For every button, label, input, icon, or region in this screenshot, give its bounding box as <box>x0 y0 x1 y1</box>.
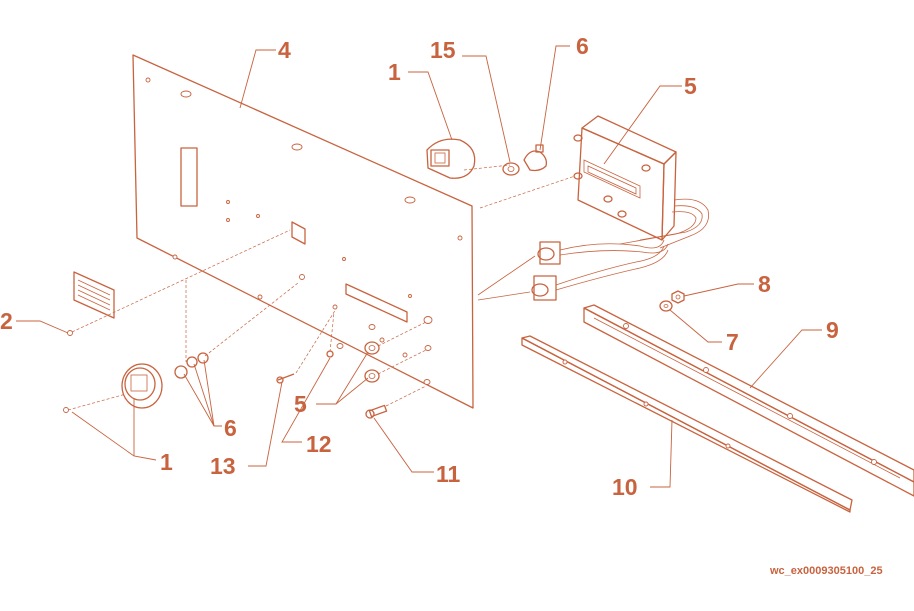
grommets-part-5 <box>364 321 427 383</box>
callout-13: 13 <box>210 453 236 479</box>
din-rail-part-9 <box>583 304 914 497</box>
callout-15: 15 <box>430 37 456 63</box>
leader-lines <box>16 45 822 488</box>
callout-4: 4 <box>278 37 291 63</box>
knob-part-6-top <box>523 144 548 172</box>
callout-2: 2 <box>0 308 13 334</box>
screw-part-11 <box>365 385 427 419</box>
fuse-holder-part-1-bottom <box>63 280 187 413</box>
callout-5-top: 5 <box>684 73 697 99</box>
panel-part-4 <box>132 54 474 409</box>
callout-6-top: 6 <box>576 33 589 59</box>
callout-8: 8 <box>758 271 771 297</box>
callout-11: 11 <box>436 461 461 487</box>
callout-labels: 4 1 15 6 5 2 1 6 5 13 12 11 8 7 9 10 wc_… <box>0 33 883 577</box>
washer-part-7 <box>659 300 673 312</box>
nut-part-8 <box>671 290 685 304</box>
grommet-part-15 <box>502 162 520 176</box>
callout-1-bottom: 1 <box>160 449 173 475</box>
callout-9: 9 <box>826 317 839 343</box>
control-module-part-5 <box>479 115 709 249</box>
rail-part-10 <box>521 335 853 513</box>
screw-part-13 <box>276 373 295 384</box>
callout-5-bottom: 5 <box>294 391 307 417</box>
knob-nuts-part-6 <box>174 282 299 379</box>
callout-6-bottom: 6 <box>224 415 237 441</box>
reference-code: wc_ex0009305100_25 <box>769 565 883 577</box>
label-plate-part-2 <box>67 229 291 336</box>
callout-1-top: 1 <box>388 59 401 85</box>
washer-part-12 <box>295 308 337 374</box>
fuse-holder-part-1-top <box>426 138 511 179</box>
wire-harness <box>477 239 669 301</box>
callout-10: 10 <box>612 474 638 500</box>
callout-7: 7 <box>726 329 739 355</box>
callout-12: 12 <box>306 431 332 457</box>
